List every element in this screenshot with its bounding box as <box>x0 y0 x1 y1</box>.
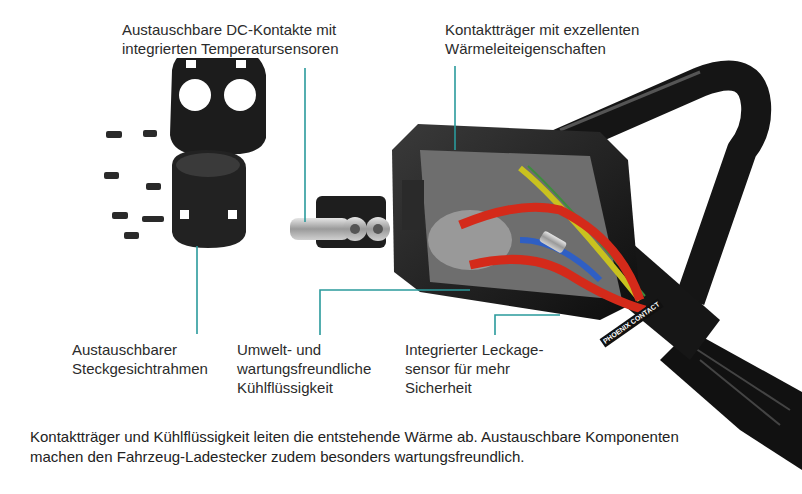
callout-label: Austauschbarer Steckgesichtrahmen <box>70 340 229 378</box>
callout-label: Umwelt- und wartungsfreundliche Kühlflüs… <box>235 340 399 397</box>
plug-face-frame <box>170 44 266 248</box>
callout-label: Kontaktträger mit exzellenten Wärmeleite… <box>443 20 697 58</box>
leader-lines <box>197 66 560 335</box>
callout-label: Integrierter Leckage- sensor für mehr Si… <box>403 340 567 397</box>
caption: Kontaktträger und Kühlflüssigkeit leiten… <box>30 427 710 467</box>
callout-label: Austauschbare DC-Kontakte mit integriert… <box>120 20 389 58</box>
screws <box>104 130 164 239</box>
